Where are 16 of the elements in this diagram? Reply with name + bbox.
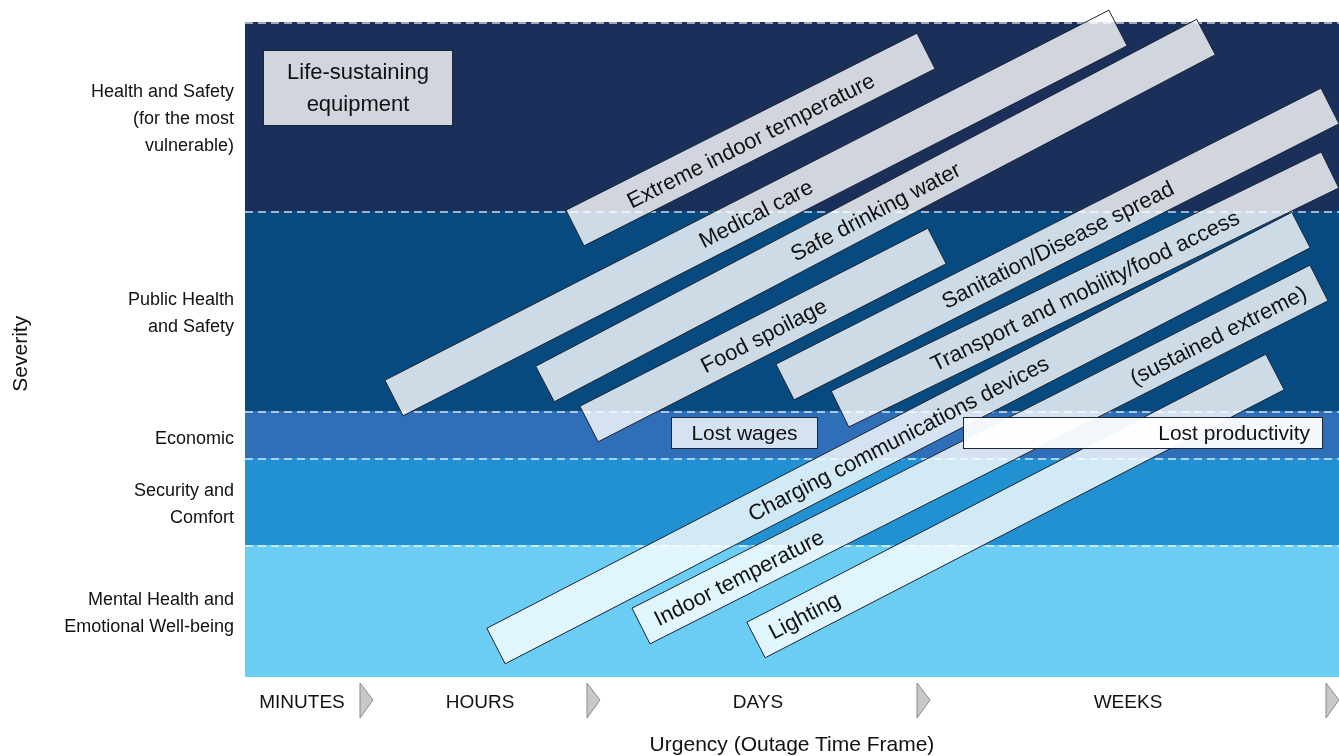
time-frame-label: HOURS (444, 690, 516, 714)
severity-label: Economic (153, 427, 234, 450)
severity-label: Mental Health and Emotional Well-being (63, 588, 234, 638)
axis-title: Urgency (Outage Time Frame) (648, 731, 936, 756)
box-label: Lost productivity (1158, 420, 1310, 447)
impact-box (263, 50, 453, 126)
time-frame-label: MINUTES (258, 690, 346, 714)
severity-label: Security and Comfort (132, 479, 234, 529)
box-label: Lost wages (691, 420, 798, 447)
time-frame-label: WEEKS (1092, 690, 1164, 714)
severity-label: Health and Safety (for the most vulnerable) (89, 80, 234, 157)
box-label: Life-sustaining equipment (286, 58, 430, 118)
impact-box (671, 417, 818, 449)
time-frame-label: DAYS (731, 690, 785, 714)
severity-label: Public Health and Safety (126, 288, 234, 338)
axis-title: Severity (7, 314, 33, 394)
